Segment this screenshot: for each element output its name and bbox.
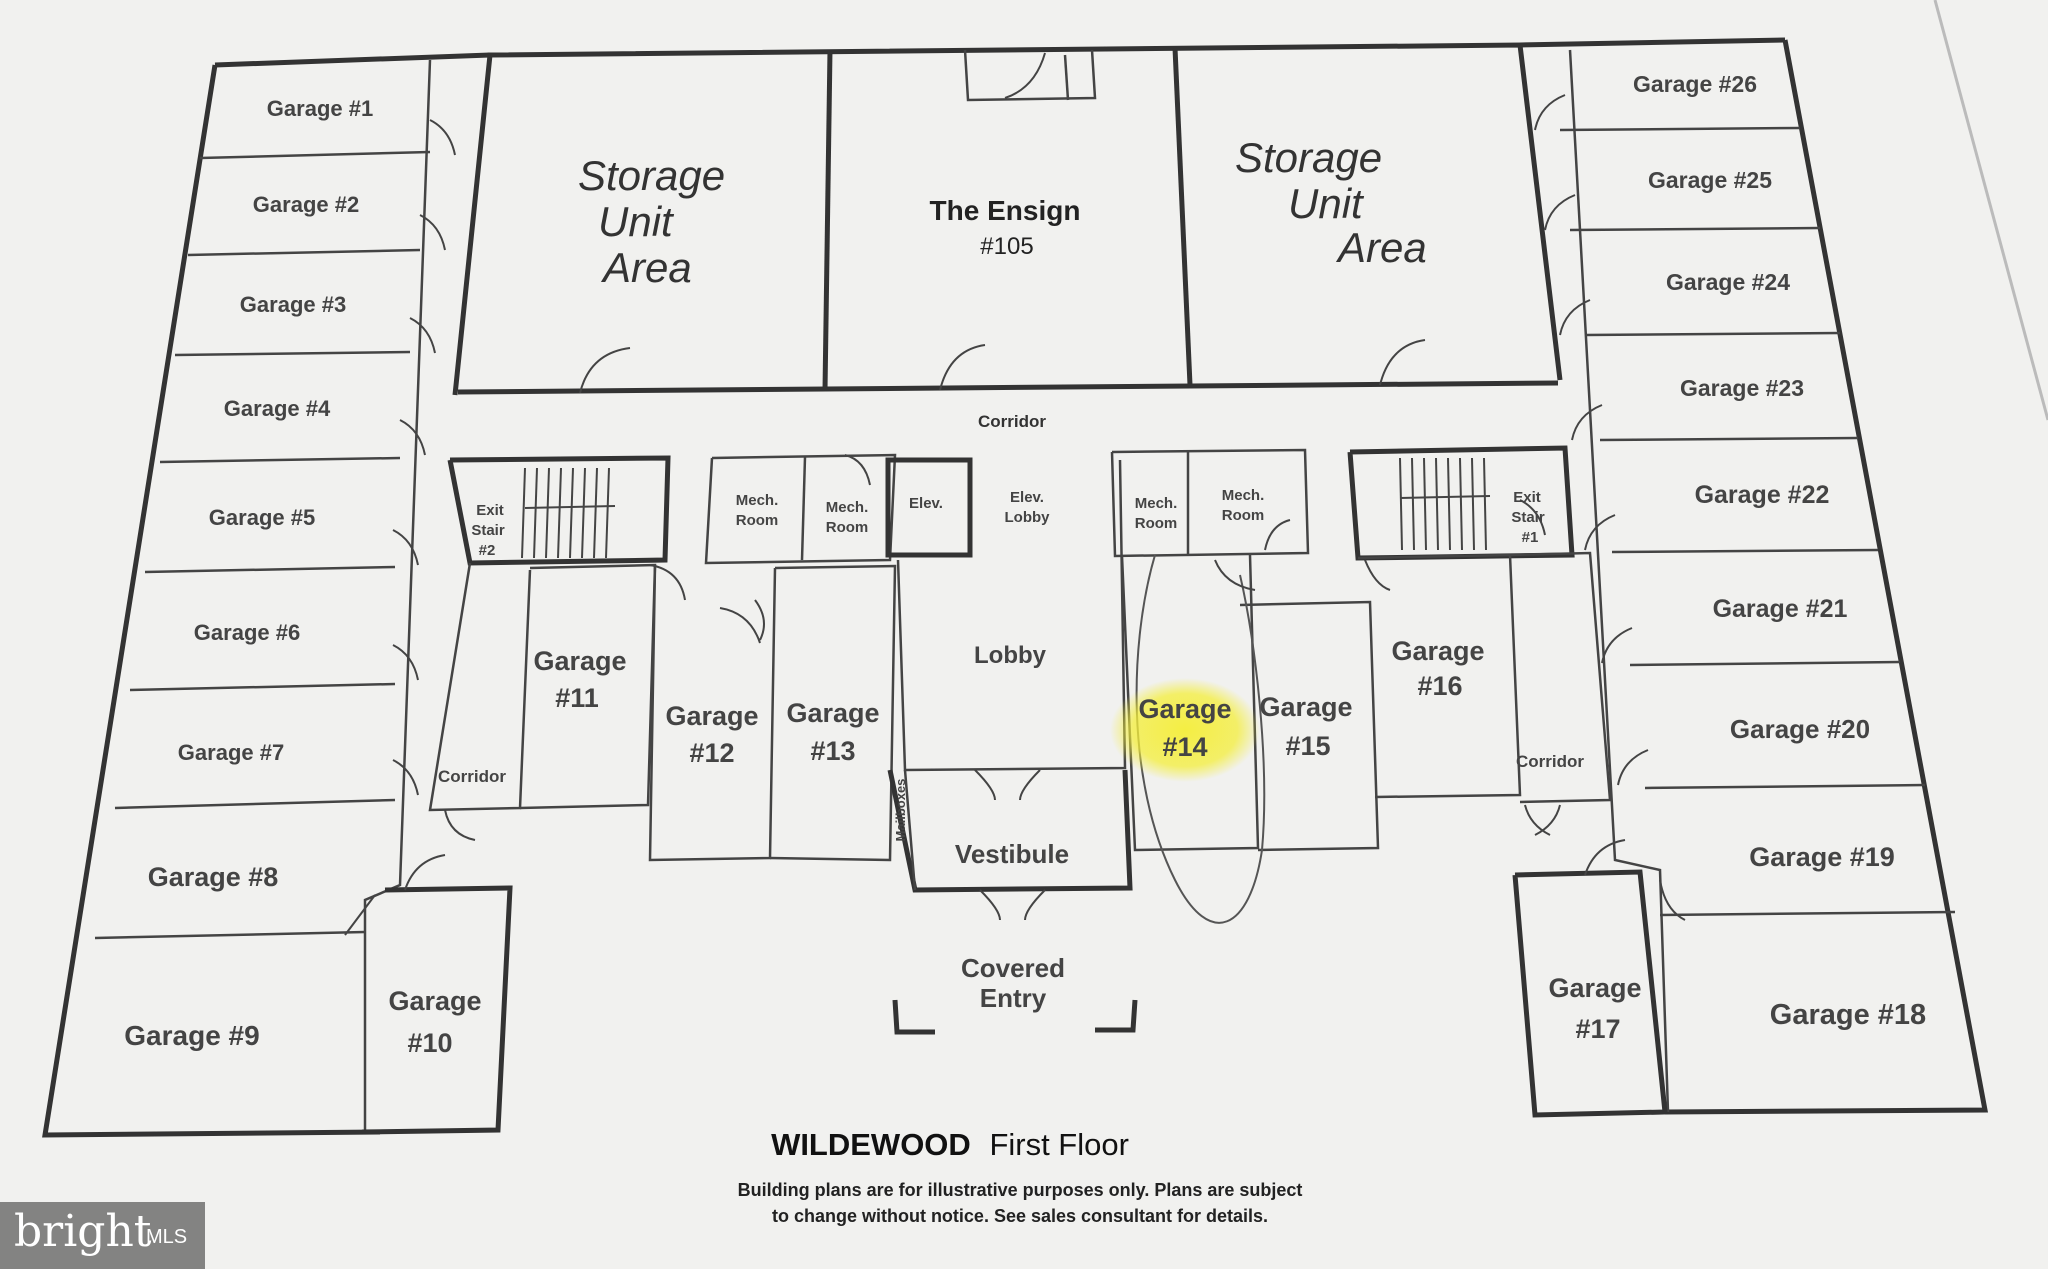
- storage-left-line3: Area: [600, 244, 692, 291]
- mech-room-b-line2: Room: [826, 519, 869, 536]
- plan-title-rest: First Floor: [989, 1127, 1129, 1162]
- garage-9-label: Garage #9: [124, 1020, 259, 1051]
- garage-23-label: Garage #23: [1680, 375, 1804, 401]
- plan-title: WILDEWOOD First Floor: [771, 1127, 1129, 1162]
- mech-room-d-line2: Room: [1222, 507, 1265, 524]
- garage-2-label: Garage #2: [253, 192, 359, 217]
- top-block-walls: [452, 42, 1563, 396]
- garage-6-label: Garage #6: [194, 620, 300, 645]
- elev-lobby-line1: Elev.: [1010, 489, 1044, 506]
- garage-1-label: Garage #1: [267, 96, 373, 121]
- center-walls: [428, 445, 1612, 1035]
- garage-22-label: Garage #22: [1695, 481, 1830, 509]
- garage-15-label-word: Garage: [1259, 692, 1352, 722]
- garage-13-label-word: Garage: [786, 698, 879, 728]
- exit-stair-2-line3: #2: [479, 542, 496, 559]
- right-wing-walls: [1512, 37, 1989, 1118]
- storage-left-line2: Unit: [598, 198, 675, 245]
- storage-left-line1: Storage: [578, 152, 725, 199]
- garage-25-label: Garage #25: [1648, 167, 1772, 193]
- watermark-brand: bright: [14, 1206, 152, 1257]
- garage-7-label: Garage #7: [178, 740, 284, 765]
- garage-20-label: Garage #20: [1730, 714, 1870, 744]
- garage-13-label-num: #13: [810, 736, 855, 766]
- garage-14-highlight: [1110, 678, 1260, 782]
- storage-right-line3: Area: [1335, 224, 1427, 271]
- bright-mls-watermark: bright MLS: [0, 1202, 205, 1269]
- covered-entry-line2: Entry: [980, 983, 1047, 1013]
- ensign-number: #105: [980, 233, 1033, 260]
- garage-11-label-word: Garage: [533, 646, 626, 676]
- garage-12-label-word: Garage: [665, 701, 758, 731]
- storage-unit-area-left: Storage Unit Area: [578, 152, 725, 291]
- garage-14-label-num: #14: [1162, 732, 1207, 762]
- plan-title-bold: WILDEWOOD: [771, 1127, 971, 1162]
- ensign-name: The Ensign: [930, 195, 1081, 226]
- exit-stair-2-line2: Stair: [471, 522, 505, 539]
- corridor-top-label: Corridor: [978, 412, 1046, 431]
- garage-18-label: Garage #18: [1770, 999, 1926, 1031]
- mech-room-a-line1: Mech.: [736, 492, 779, 509]
- corridor-right-label: Corridor: [1516, 752, 1584, 771]
- storage-right-line1: Storage: [1235, 134, 1382, 181]
- disclaimer-line2: to change without notice. See sales cons…: [772, 1206, 1268, 1226]
- storage-unit-area-right: Storage Unit Area: [1235, 134, 1427, 271]
- garage-14-label-word: Garage: [1138, 694, 1231, 724]
- elevator-label: Elev.: [909, 495, 943, 512]
- garage-8-label: Garage #8: [148, 862, 279, 892]
- garage-16-label-num: #16: [1417, 671, 1462, 701]
- disclaimer-line1: Building plans are for illustrative purp…: [738, 1180, 1303, 1200]
- mailboxes-label: Mailboxes: [893, 779, 908, 842]
- corridor-left-label: Corridor: [438, 767, 506, 786]
- garage-24-label: Garage #24: [1666, 269, 1790, 295]
- garage-26-label: Garage #26: [1633, 71, 1757, 97]
- exit-stair-1-line1: Exit: [1513, 489, 1541, 506]
- garage-15-label-num: #15: [1285, 731, 1330, 761]
- storage-right-line2: Unit: [1288, 180, 1365, 227]
- garage-5-label: Garage #5: [209, 505, 315, 530]
- mech-room-b-line1: Mech.: [826, 499, 869, 516]
- garage-10-label-num: #10: [407, 1028, 452, 1058]
- covered-entry-line1: Covered: [961, 953, 1065, 983]
- left-wing-walls: [42, 52, 513, 1138]
- mech-room-c-line1: Mech.: [1135, 495, 1178, 512]
- garage-12-label-num: #12: [689, 738, 734, 768]
- garage-19-label: Garage #19: [1749, 842, 1895, 872]
- garage-16-label-word: Garage: [1391, 636, 1484, 666]
- exit-stair-1-line2: Stair: [1511, 509, 1545, 526]
- garage-4-label: Garage #4: [224, 396, 331, 421]
- lobby-label: Lobby: [974, 642, 1047, 669]
- vestibule-label: Vestibule: [955, 839, 1069, 869]
- garage-17-label-num: #17: [1575, 1014, 1620, 1044]
- garage-21-label: Garage #21: [1713, 595, 1848, 623]
- garage-17-label-word: Garage: [1548, 973, 1641, 1003]
- exit-stair-2-line1: Exit: [476, 502, 504, 519]
- watermark-suffix: MLS: [146, 1226, 188, 1248]
- mech-room-a-line2: Room: [736, 512, 779, 529]
- elev-lobby-line2: Lobby: [1005, 509, 1051, 526]
- garage-11-label-num: #11: [555, 683, 599, 713]
- mech-room-d-line1: Mech.: [1222, 487, 1265, 504]
- mech-room-c-line2: Room: [1135, 515, 1178, 532]
- exit-stair-1-line3: #1: [1522, 529, 1539, 546]
- garage-10-label-word: Garage: [388, 986, 481, 1016]
- garage-3-label: Garage #3: [240, 292, 346, 317]
